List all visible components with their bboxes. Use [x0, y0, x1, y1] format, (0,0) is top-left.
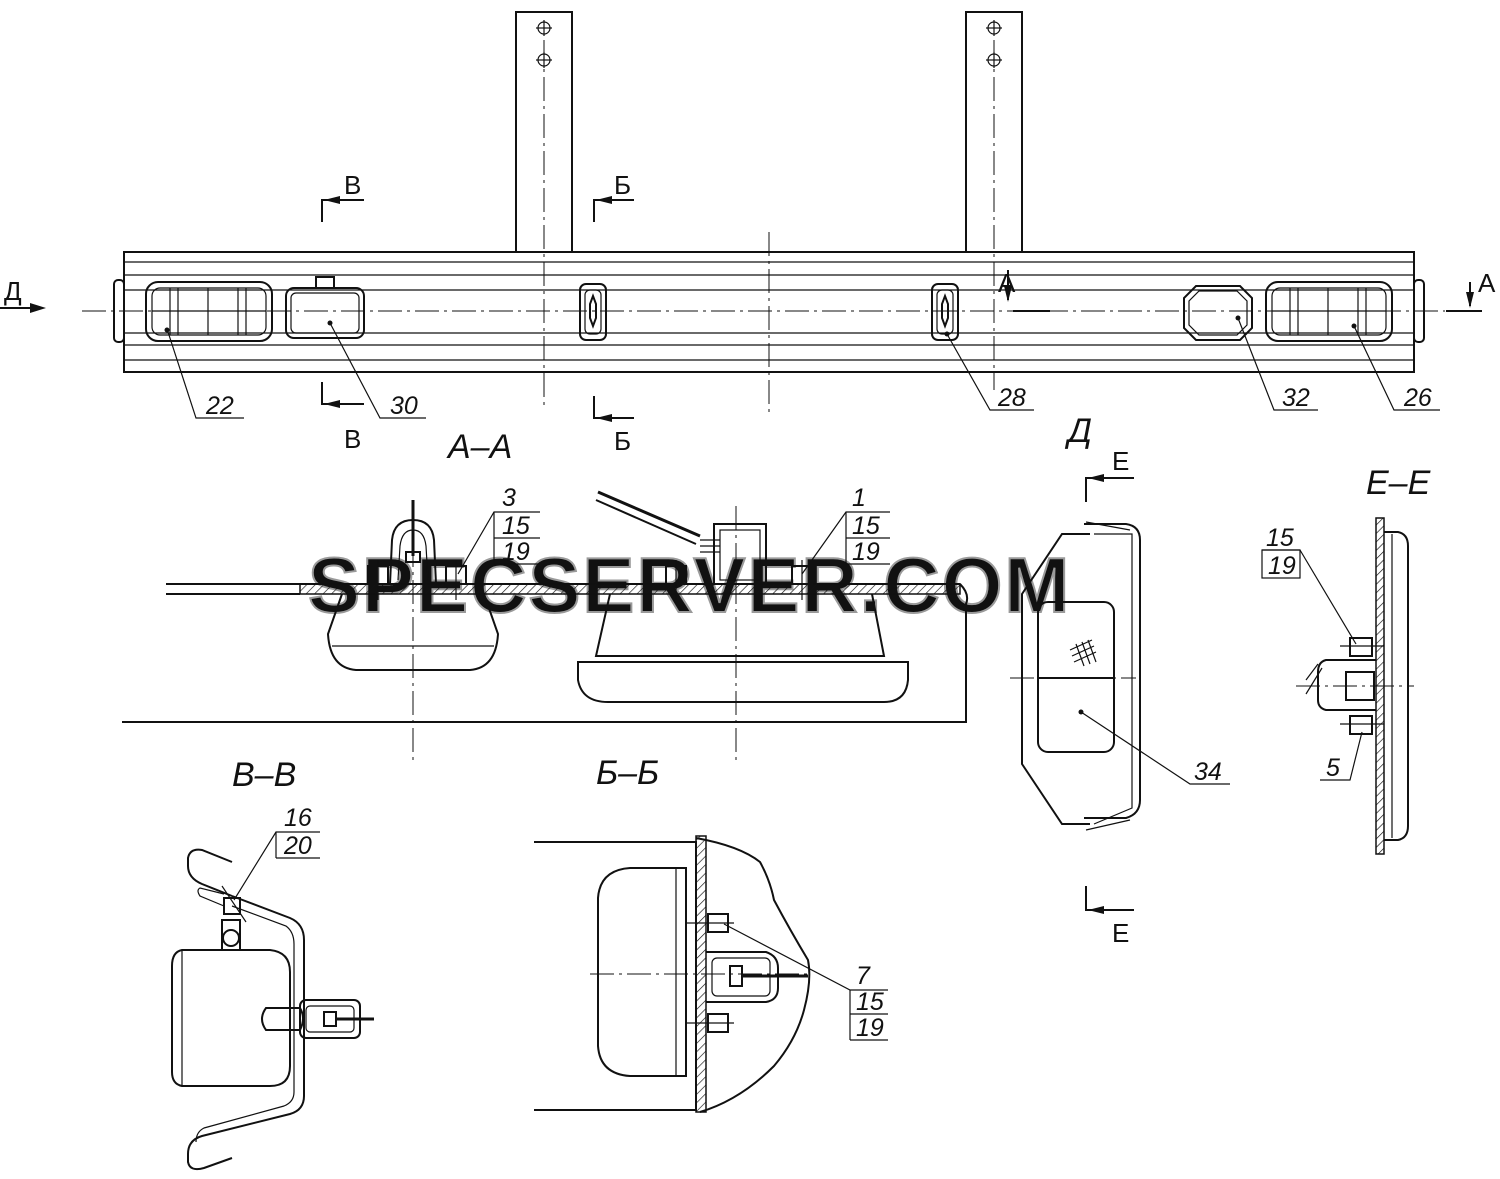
lamp-26-right-combination-lamp — [1265, 281, 1393, 342]
section-ee — [1261, 517, 1414, 855]
section-v-label-bottom: В — [344, 424, 361, 454]
section-marker-v-top — [321, 196, 364, 222]
callout-aa-right-2: 15 — [852, 512, 880, 540]
section-vv-title: В–В — [232, 756, 296, 794]
callout-bb-15: 15 — [856, 988, 884, 1016]
section-b-label-bottom: Б — [614, 426, 631, 456]
section-b-label-top: Б — [614, 170, 631, 200]
callout-ee-5: 5 — [1326, 754, 1340, 782]
callout-32: 32 — [1282, 384, 1310, 412]
section-a-label-right: А — [1478, 268, 1496, 298]
view-d-title: Д — [1064, 412, 1092, 450]
callout-vv-16: 16 — [284, 804, 312, 832]
callout-aa-right-3: 19 — [852, 538, 880, 566]
callout-26: 26 — [1403, 384, 1432, 412]
callout-34: 34 — [1194, 758, 1222, 786]
section-marker-v-bottom — [321, 382, 364, 408]
section-aa-title: А–А — [446, 428, 512, 466]
section-v-label-top: В — [344, 170, 361, 200]
callout-vv-20: 20 — [283, 832, 312, 860]
view-d — [1010, 474, 1230, 914]
section-vv — [171, 831, 374, 1171]
section-marker-b-top — [593, 196, 634, 222]
callout-22: 22 — [205, 392, 234, 420]
section-e-label-bottom: Е — [1112, 918, 1129, 948]
callout-28: 28 — [997, 384, 1026, 412]
section-e-label-top: Е — [1112, 446, 1129, 476]
callout-ee-19: 19 — [1268, 552, 1296, 580]
section-bb-title: Б–Б — [596, 754, 659, 792]
marker-lamp-left — [579, 283, 607, 341]
callout-aa-right-1: 1 — [852, 484, 866, 512]
callout-30: 30 — [390, 392, 418, 420]
section-marker-a-left — [1004, 270, 1050, 312]
callout-aa-left-3: 19 — [502, 538, 530, 566]
callout-bb-7: 7 — [856, 962, 871, 990]
lamp-30-license-plate-lamp — [285, 276, 365, 339]
section-aa — [122, 490, 969, 762]
lamp-28-marker-lamp — [931, 283, 959, 341]
main-view — [0, 11, 1482, 422]
section-ee-title: Е–Е — [1366, 464, 1431, 502]
view-d-arrow-label: Д — [4, 276, 22, 306]
section-a-label-left: А — [998, 268, 1016, 298]
callout-aa-left-1: 3 — [502, 484, 516, 512]
callout-ee-15: 15 — [1266, 524, 1294, 552]
view-arrow-d — [0, 303, 46, 313]
lamp-22-left-combination-lamp — [145, 281, 273, 342]
lamp-32-reverse-lamp — [1183, 285, 1253, 341]
callout-bb-19: 19 — [856, 1014, 884, 1042]
section-marker-a-right — [1446, 282, 1482, 312]
section-bb — [534, 835, 888, 1113]
section-marker-b-bottom — [593, 396, 634, 422]
callout-aa-left-2: 15 — [502, 512, 530, 540]
